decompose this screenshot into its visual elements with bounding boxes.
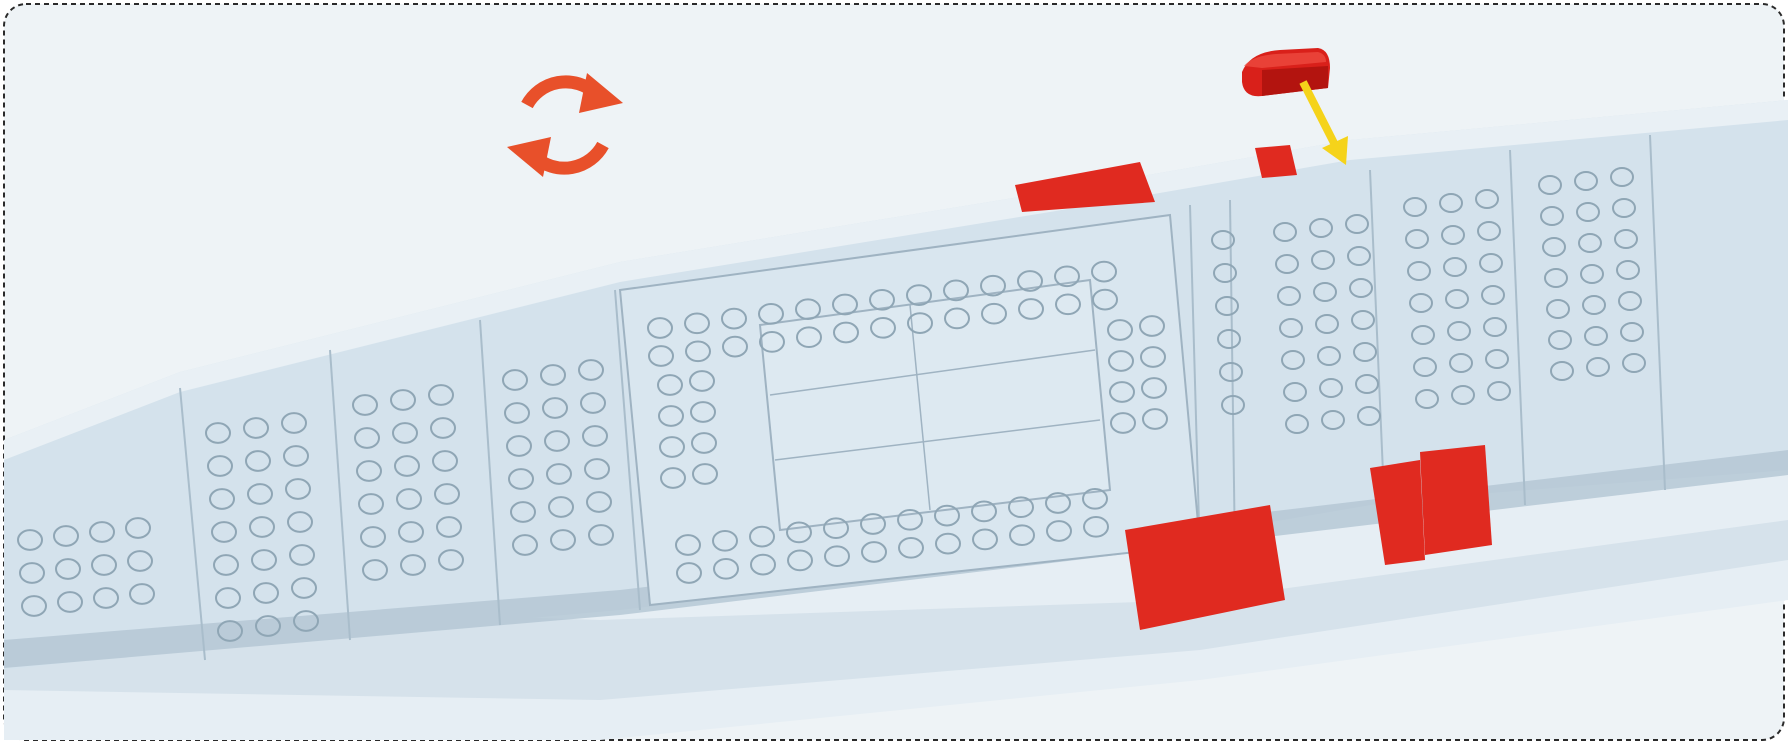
red-small-top-piece [1255,145,1297,178]
red-side-curve-right-b [1420,445,1492,555]
